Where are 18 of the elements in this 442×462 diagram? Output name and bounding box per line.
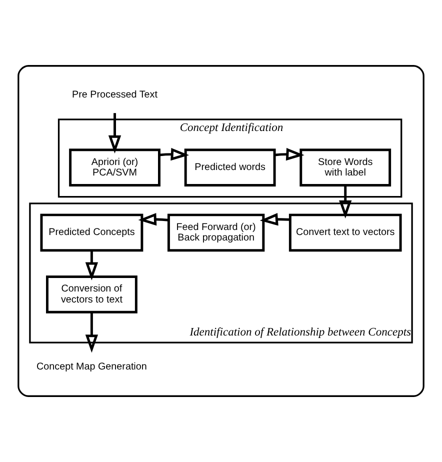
arrow [339, 185, 352, 219]
node-box: Feed Forward (or) Back propagation [167, 214, 265, 252]
arrow [159, 148, 190, 161]
arrow [85, 250, 98, 280]
arrow [274, 148, 304, 161]
node-text: Pre Processed Text [72, 90, 158, 101]
node-box: Apriori (or) PCA/SVM [69, 148, 160, 187]
node-box: Predicted words [184, 148, 276, 187]
node-box: Predicted Concepts [40, 214, 144, 252]
arrow [260, 213, 290, 226]
node-box: Convert text to vectors [288, 214, 402, 252]
arrow [108, 113, 122, 154]
cluster [18, 65, 424, 397]
node-text: Concept Map Generation [36, 361, 147, 372]
arrow [138, 212, 169, 226]
arrow [85, 312, 98, 353]
node-box: Conversion of vectors to text [46, 275, 138, 314]
node-box: Store Words with label [300, 148, 392, 187]
